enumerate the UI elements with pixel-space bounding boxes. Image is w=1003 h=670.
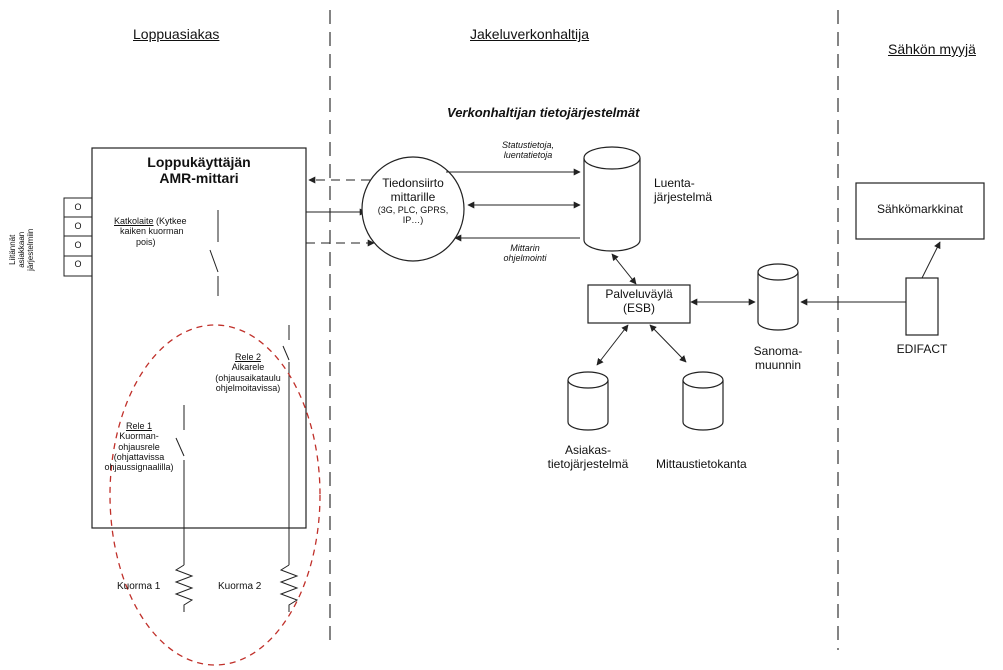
port-2: O	[74, 221, 82, 231]
status-arrow-label: Statustietoja, luentatietoja	[478, 140, 578, 161]
port-3: O	[74, 240, 82, 250]
reading-line1: Luenta-	[654, 176, 695, 190]
relay2-line1: Aikarele	[231, 362, 265, 373]
status-line2: luentatietoja	[503, 150, 553, 161]
relay1-line4: ohjaussignaalilla)	[104, 462, 174, 473]
relay2-text: Rele 2 Aikarele (ohjausaikataulu ohjelmo…	[206, 352, 290, 393]
relay2-label: Rele 2	[234, 352, 261, 362]
meter-title: Loppukäyttäjän AMR-mittari	[112, 154, 286, 186]
converter-line1: Sanoma-	[753, 344, 803, 358]
breaker-text: Katkolaite (Kytkee kaiken kuorman pois)	[114, 216, 187, 247]
relay1-line1: Kuorman-	[119, 431, 159, 442]
meter-title-line2: AMR-mittari	[159, 170, 239, 187]
edifact-box	[905, 277, 939, 336]
transfer-line4: IP…)	[402, 214, 424, 225]
transfer-ellipse	[361, 156, 465, 262]
converter-line2: muunnin	[754, 357, 802, 372]
transfer-line3: (3G, PLC, GPRS,	[377, 204, 449, 215]
reading-line2: järjestelmä	[654, 189, 713, 204]
metering-db-cylinder	[682, 371, 724, 431]
section-heading-retailer: Sähkön myyjä	[888, 41, 976, 57]
customer-ports	[63, 197, 93, 277]
relay1-text: Rele 1 Kuorman- ohjausrele (ohjattavissa…	[96, 421, 182, 473]
controllable-loads-ellipse	[109, 324, 321, 666]
esb-label: Palveluväylä (ESB)	[588, 287, 690, 316]
esb-box	[587, 284, 691, 324]
reading-system-cylinder	[583, 146, 641, 252]
breaker-switch-symbol	[209, 210, 219, 296]
breaker-desc-line1: (Kytkee	[153, 216, 187, 226]
transfer-line1: Tiedonsiirto	[382, 176, 444, 190]
section-heading-dso: Jakeluverkonhaltija	[470, 26, 590, 42]
ports-label-line2: asiakkaan	[17, 231, 27, 268]
load1-label: Kuorma 1	[117, 581, 161, 592]
arrow-esb-metering-db	[649, 324, 687, 363]
meter-box	[91, 147, 307, 529]
edifact-label: EDIFACT	[896, 342, 948, 356]
ports-label: Liitännät asiakkaan järjestelmiin	[8, 210, 36, 290]
converter-cylinder	[757, 263, 799, 331]
converter-label: Sanoma- muunnin	[743, 344, 813, 373]
load2-label: Kuorma 2	[218, 581, 262, 592]
relay1-switch-symbol	[175, 405, 185, 565]
arrow-reading-esb	[611, 253, 637, 285]
section-heading-end-customer: Loppuasiakas	[133, 26, 220, 42]
relay2-line3: ohjelmoitavissa)	[215, 383, 281, 394]
customer-db-label: Asiakas- tietojärjestelmä	[543, 443, 633, 472]
esb-line2: (ESB)	[622, 300, 655, 315]
ports-label-line3: järjestelmiin	[26, 228, 36, 271]
relay1-line3: (ohjattavissa	[113, 452, 165, 463]
reading-system-label: Luenta- järjestelmä	[654, 176, 713, 205]
relay1-label: Rele 1	[125, 421, 152, 431]
esb-line1: Palveluväylä	[605, 287, 673, 301]
customer-db-cylinder	[567, 371, 609, 431]
ports-label-line1: Liitännät	[8, 234, 18, 265]
port-4: O	[74, 259, 82, 269]
market-box	[855, 182, 985, 240]
load1-resistor-symbol	[174, 564, 194, 612]
programming-line2: ohjelmointi	[503, 253, 547, 264]
relay1-line2: ohjausrele	[118, 441, 160, 452]
market-label: Sähkömarkkinat	[876, 202, 964, 216]
relay2-line2: (ohjausaikataulu	[215, 372, 281, 383]
programming-arrow-label: Mittarin ohjelmointi	[480, 243, 570, 264]
transfer-line2: mittarille	[390, 189, 436, 204]
load2-resistor-symbol	[279, 564, 299, 612]
metering-db-label: Mittaustietokanta	[656, 457, 747, 471]
port-1: O	[74, 202, 82, 212]
status-line1: Statustietoja,	[501, 140, 555, 150]
arrow-edifact-to-market	[921, 241, 941, 279]
relay2-switch-symbol	[282, 325, 290, 565]
network-systems-title: Verkonhaltijan tietojärjestelmät	[447, 105, 640, 120]
programming-line1: Mittarin	[510, 243, 540, 253]
customer-db-line2: tietojärjestelmä	[547, 456, 629, 471]
customer-db-line1: Asiakas-	[564, 443, 611, 457]
transfer-text: Tiedonsiirto mittarille (3G, PLC, GPRS, …	[363, 176, 463, 225]
breaker-desc-line3: pois)	[136, 236, 156, 247]
meter-title-line1: Loppukäyttäjän	[147, 154, 251, 170]
breaker-desc-line2: kaiken kuorman	[120, 226, 184, 237]
breaker-label: Katkolaite	[114, 216, 154, 226]
arrow-esb-customer-db	[596, 324, 629, 366]
